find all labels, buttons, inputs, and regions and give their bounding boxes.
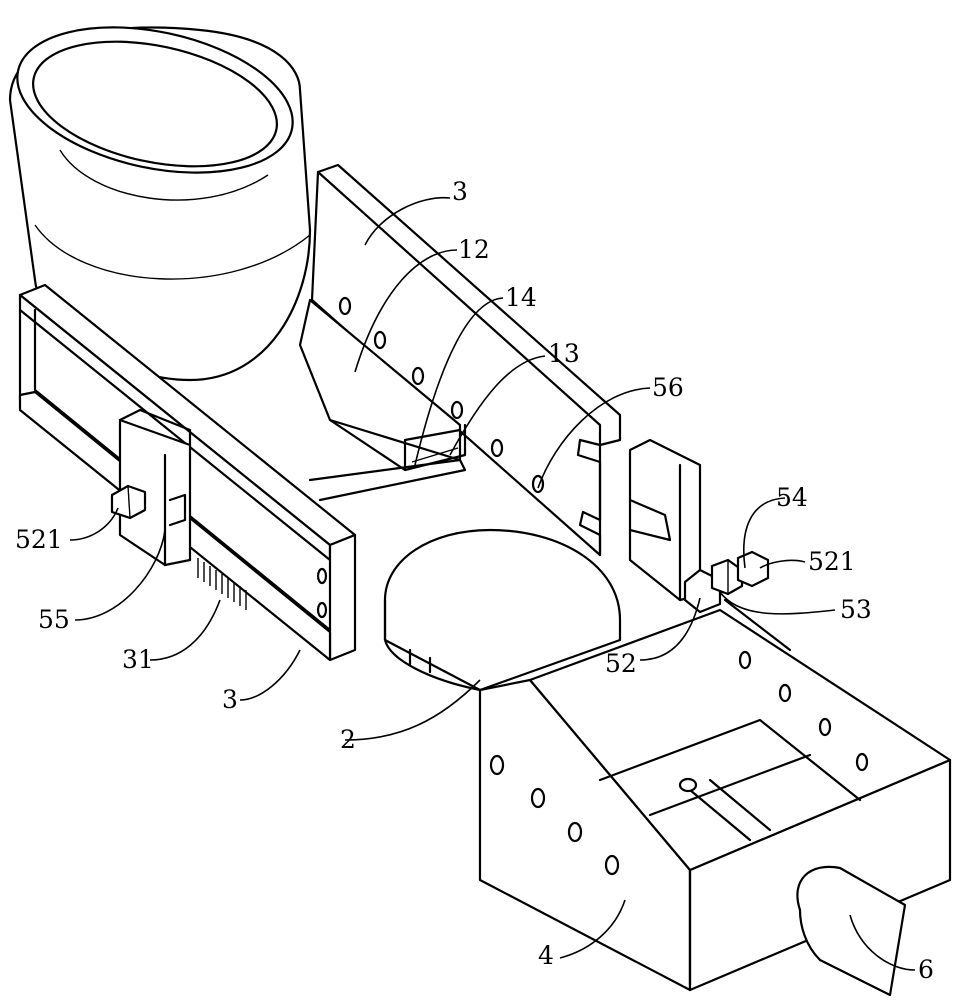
label-521-left: 521 — [15, 525, 63, 554]
label-6: 6 — [918, 955, 934, 984]
right-clamp-block — [628, 438, 702, 602]
reference-labels: 3 12 14 13 56 54 521 53 52 521 55 31 3 2… — [15, 177, 934, 984]
label-3-top: 3 — [452, 177, 468, 206]
label-2: 2 — [340, 725, 356, 754]
label-521-right: 521 — [808, 547, 856, 576]
bolt-521-left — [110, 484, 147, 520]
oval-plate-2 — [383, 528, 622, 692]
outlet-pipe-6 — [796, 865, 907, 997]
label-14: 14 — [505, 283, 537, 312]
leader-lines — [69, 196, 916, 971]
label-12: 12 — [458, 235, 490, 264]
rack-31 — [197, 558, 247, 610]
label-55: 55 — [38, 605, 70, 634]
cylinder-tube — [8, 26, 312, 382]
label-31: 31 — [122, 645, 154, 674]
far-rail — [310, 163, 622, 557]
base-plate-12 — [298, 298, 467, 502]
label-4: 4 — [538, 941, 554, 970]
label-54: 54 — [776, 483, 808, 512]
near-rail — [18, 283, 357, 662]
label-53: 53 — [840, 595, 872, 624]
label-3-bottom: 3 — [222, 685, 238, 714]
fixture-block-55 — [118, 408, 192, 567]
label-52: 52 — [605, 649, 637, 678]
screw-assembly — [683, 550, 792, 652]
label-56: 56 — [652, 373, 684, 402]
label-13: 13 — [548, 339, 580, 368]
